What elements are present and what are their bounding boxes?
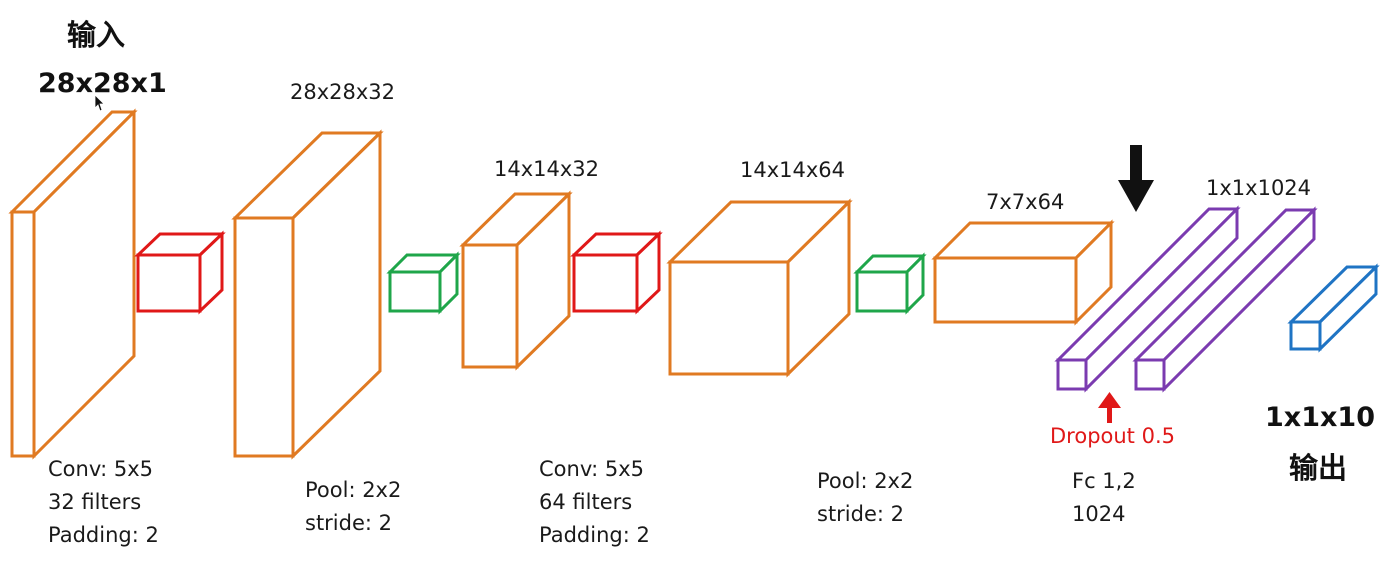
fc1-layer-front: [1056, 358, 1088, 391]
pool1-op-line: Pool: 2x2: [305, 478, 401, 502]
pool2-output-shape-label: 7x7x64: [986, 190, 1064, 214]
pool2-op-line: Pool: 2x2: [817, 469, 913, 493]
conv1-op-line: Conv: 5x5: [48, 457, 153, 481]
dropout-label: Dropout 0.5: [1050, 424, 1175, 448]
conv1-kernel-front: [136, 253, 202, 313]
pool1-op-note: Pool: 2x2 stride: 2: [305, 478, 401, 535]
fc1-layer-side: [1084, 205, 1239, 393]
conv2-feature-map: [666, 198, 853, 378]
pool1-op-line: stride: 2: [305, 511, 392, 535]
conv1-op-line: 32 filters: [48, 490, 141, 514]
conv1-feature-map-side: [291, 129, 382, 460]
pool1-feature-map-front: [461, 243, 519, 369]
conv1-op-note: Conv: 5x5 32 filters Padding: 2: [48, 457, 159, 547]
fc2-layer-side: [1162, 206, 1316, 393]
fc1-layer: [1054, 205, 1241, 393]
pool1-kernel-front: [388, 270, 442, 313]
pool2-feature-map-front: [933, 256, 1078, 324]
pool1-feature-map-side: [515, 190, 571, 371]
conv2-kernel-front: [572, 253, 639, 313]
input-volume-front: [10, 210, 36, 458]
input-volume-side: [32, 108, 136, 460]
output-title: 输出: [1289, 451, 1347, 485]
fc2-layer: [1132, 206, 1318, 393]
fc-op-line: Fc 1,2: [1072, 469, 1136, 493]
output-shape-label: 1x1x10: [1265, 402, 1375, 433]
conv2-kernel: [570, 230, 663, 315]
conv1-kernel-side: [198, 230, 224, 315]
fc-output-shape-label: 1x1x1024: [1206, 176, 1311, 200]
conv2-output-shape-label: 14x14x64: [740, 158, 845, 182]
up-arrow-icon: [1098, 392, 1121, 423]
conv2-feature-map-front: [668, 260, 790, 376]
input-title: 输入: [67, 18, 125, 52]
conv2-op-note: Conv: 5x5 64 filters Padding: 2: [539, 457, 650, 547]
pool2-feature-map-side: [1074, 219, 1113, 326]
conv2-op-line: Conv: 5x5: [539, 457, 644, 481]
pool1-kernel: [386, 251, 461, 315]
conv2-op-line: Padding: 2: [539, 523, 650, 547]
pool1-output-shape-label: 14x14x32: [494, 157, 599, 181]
pool1-feature-map: [459, 190, 573, 371]
conv2-op-line: 64 filters: [539, 490, 632, 514]
output-layer-front: [1289, 320, 1322, 351]
conv1-op-line: Padding: 2: [48, 523, 159, 547]
pool2-kernel: [853, 252, 927, 315]
pool2-op-note: Pool: 2x2 stride: 2: [817, 469, 913, 526]
pool2-op-line: stride: 2: [817, 502, 904, 526]
output-layer-side: [1318, 263, 1378, 353]
pool2-feature-map: [931, 219, 1115, 326]
conv2-kernel-side: [635, 230, 661, 315]
pool1-kernel-side: [438, 251, 459, 315]
down-arrow-icon: [1118, 145, 1154, 212]
input-shape-label: 28x28x1: [38, 68, 167, 99]
fc-op-note: Fc 1,2 1024: [1072, 469, 1136, 526]
conv1-output-shape-label: 28x28x32: [290, 80, 395, 104]
cursor-icon: [94, 94, 105, 112]
conv1-feature-map-front: [233, 216, 295, 458]
conv1-kernel: [134, 230, 226, 315]
fc2-layer-front: [1134, 358, 1166, 391]
pool2-kernel-front: [855, 270, 909, 313]
conv2-feature-map-side: [786, 198, 851, 378]
input-volume: [8, 108, 138, 460]
pool2-kernel-side: [905, 252, 925, 315]
fc-op-line: 1024: [1072, 502, 1125, 526]
output-layer: [1287, 263, 1380, 353]
conv1-feature-map: [231, 129, 384, 460]
